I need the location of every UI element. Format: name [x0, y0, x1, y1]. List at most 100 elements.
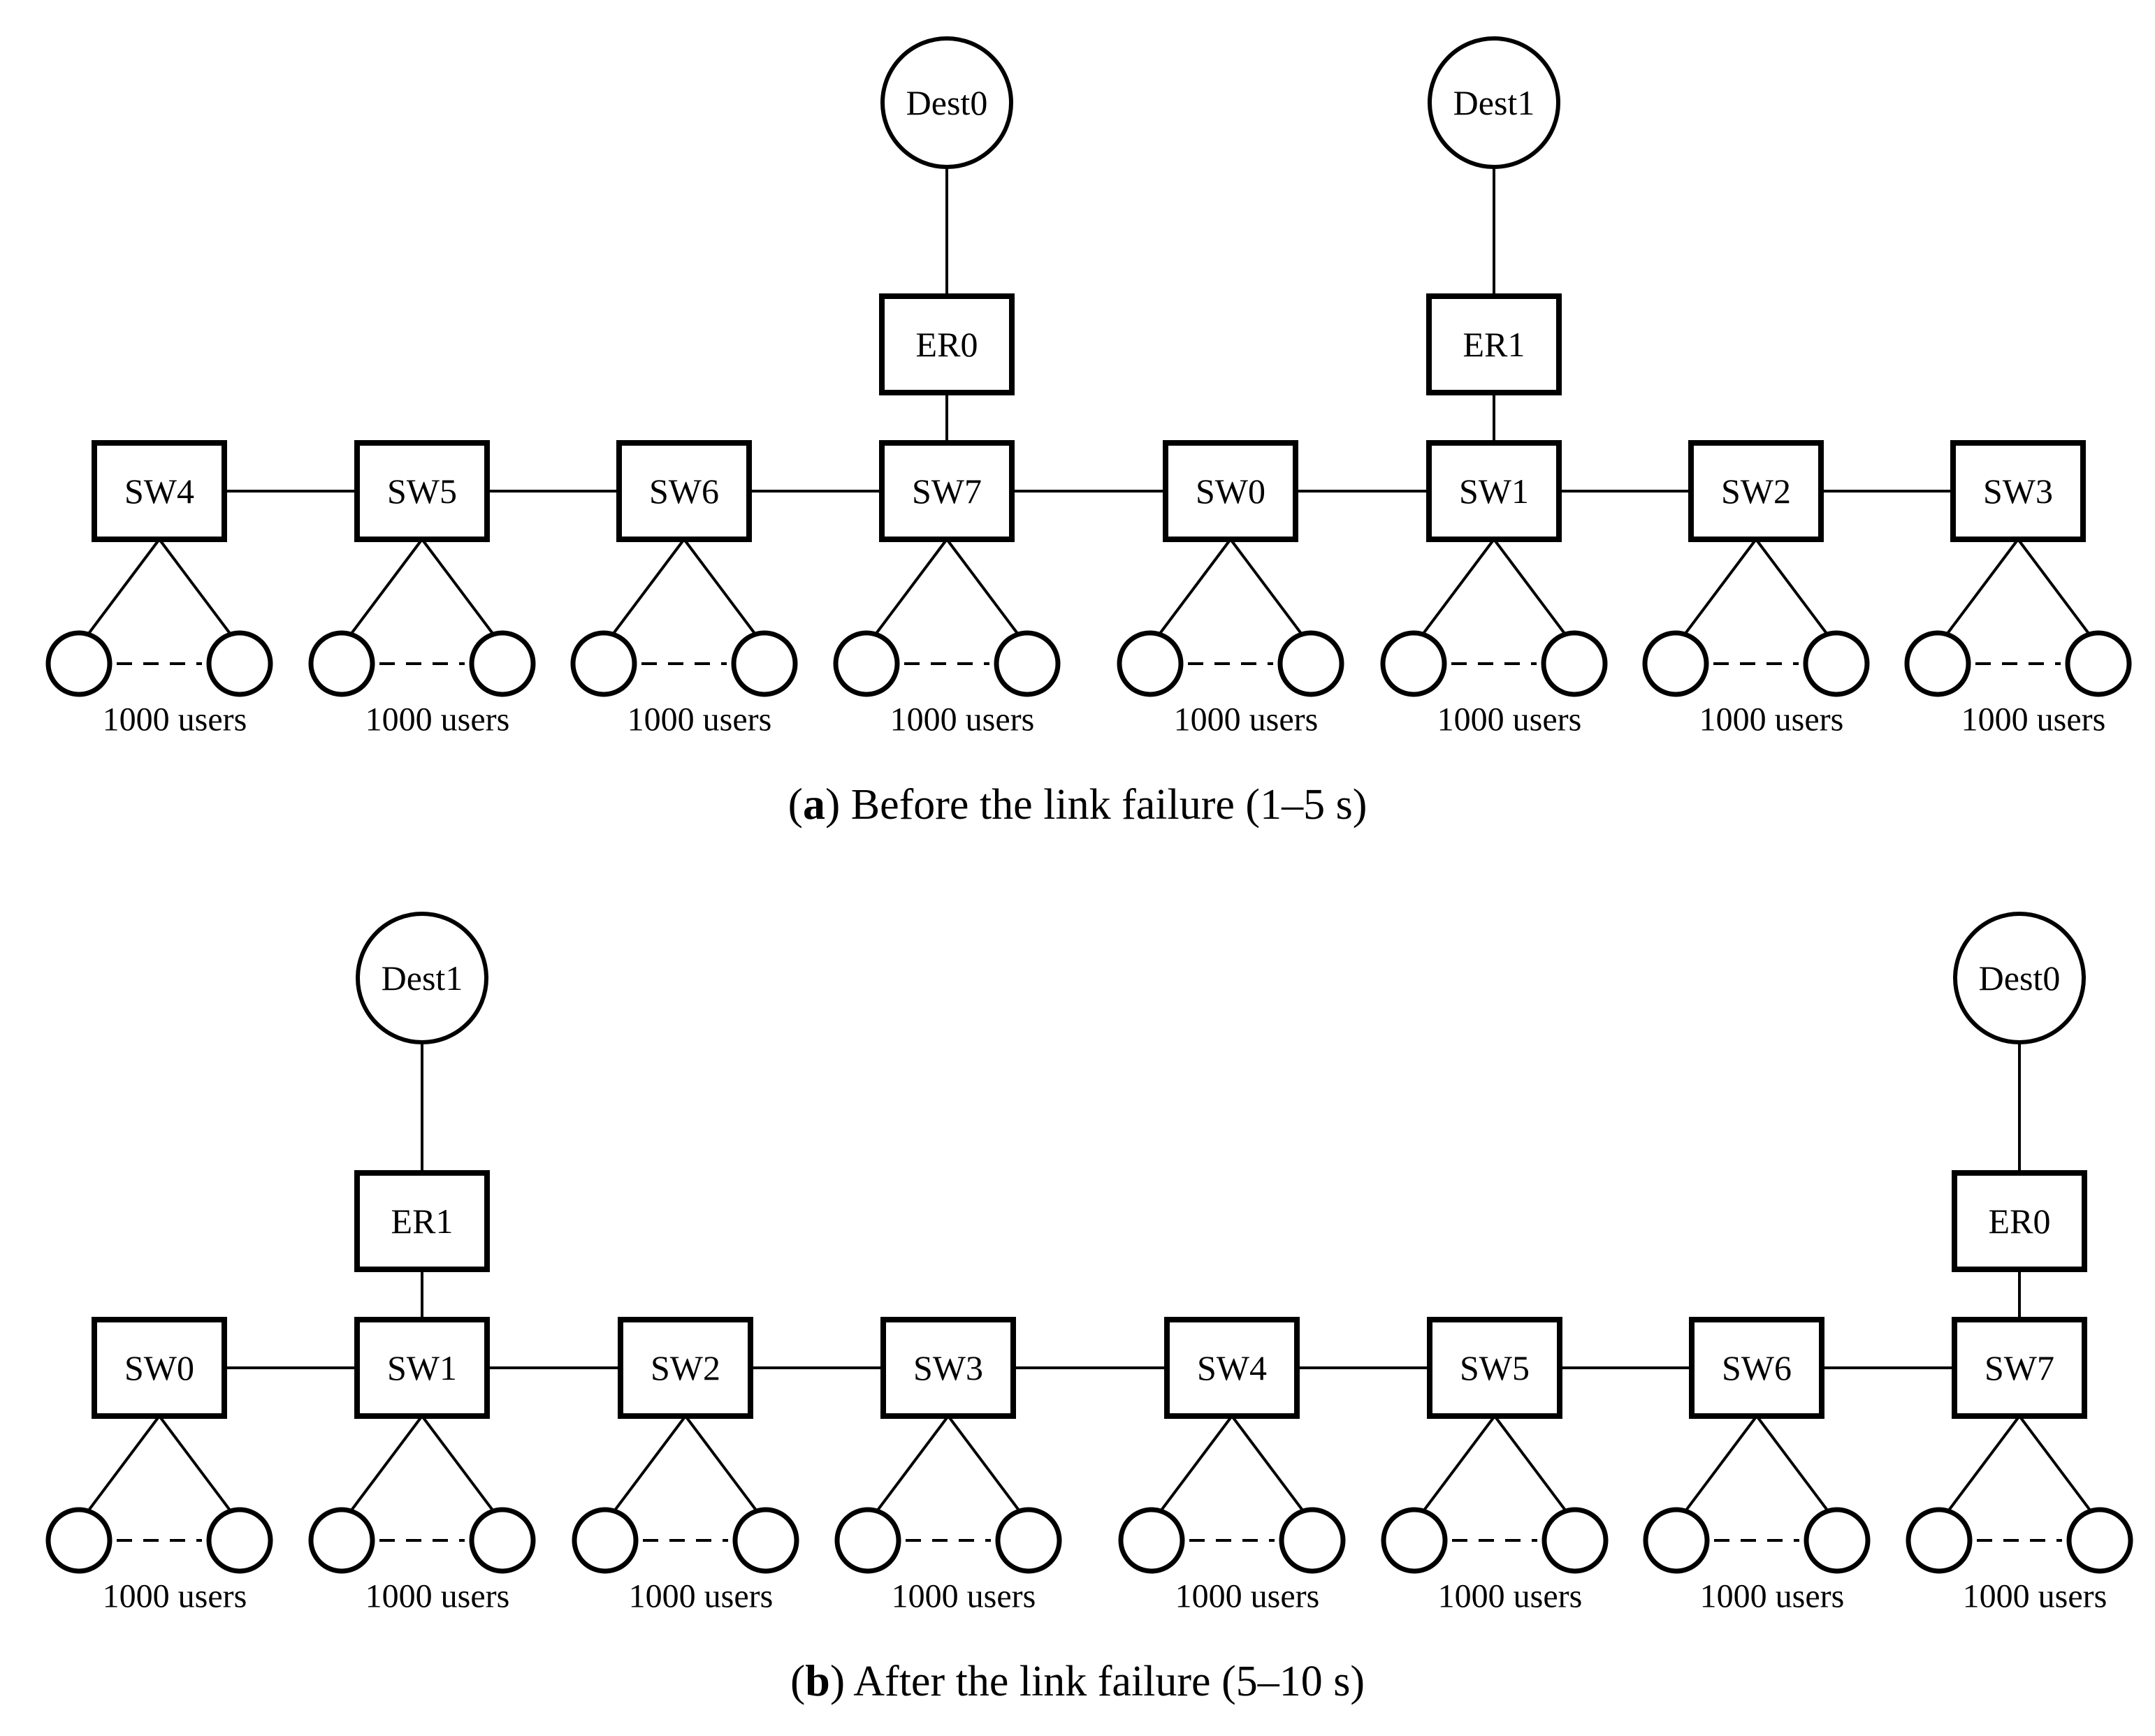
user-node [834, 1507, 901, 1574]
switch-user-link [1682, 1415, 1758, 1515]
switch-user-link [684, 1415, 760, 1515]
switch-label: SW3 [913, 1348, 983, 1387]
user-node [731, 630, 798, 697]
switch-box [1688, 440, 1824, 542]
edge-router-label: ER1 [391, 1202, 454, 1241]
users-count-label: 1000 users [629, 1578, 774, 1615]
switch-user-link [683, 538, 759, 639]
user-node [1541, 630, 1608, 697]
user-node [308, 1507, 375, 1574]
switch-label: SW1 [1459, 472, 1529, 511]
switch-user-link [1755, 1415, 1831, 1515]
switch-box [1164, 1317, 1300, 1419]
destination-node [1428, 36, 1560, 169]
switch-user-link [1157, 1415, 1233, 1515]
switch-user-link [609, 538, 685, 639]
switch-user-link [1420, 1415, 1496, 1515]
users-count-label: 1000 users [892, 1578, 1036, 1615]
switch-box [92, 440, 227, 542]
caption-letter: a [803, 779, 825, 829]
switch-box [880, 1317, 1016, 1419]
user-node [469, 630, 536, 697]
users-count-label: 1000 users [1438, 1578, 1583, 1615]
user-node [1381, 1507, 1448, 1574]
user-node [994, 630, 1061, 697]
switch-user-link [347, 1415, 423, 1515]
user-node [2066, 1507, 2133, 1574]
user-node [1803, 630, 1870, 697]
switch-label: SW1 [387, 1348, 457, 1387]
switch-user-link [2018, 1415, 2094, 1515]
switch-user-link [1229, 538, 1305, 639]
destination-label: Dest0 [906, 83, 988, 122]
user-node [1118, 1507, 1185, 1574]
user-node [995, 1507, 1062, 1574]
caption-close-paren: ) [825, 779, 840, 829]
switch-user-link [611, 1415, 687, 1515]
edge-router-label: ER0 [1989, 1202, 2051, 1241]
caption-open-paren: ( [788, 779, 803, 829]
edge-router-box [879, 293, 1015, 395]
users-count-label: 1000 users [1174, 701, 1319, 738]
switch-label: SW6 [1722, 1348, 1792, 1387]
user-node [469, 1507, 536, 1574]
switch-user-link [347, 538, 423, 639]
switch-user-link [1493, 538, 1569, 639]
users-count-label: 1000 users [1961, 701, 2106, 738]
switch-user-link [85, 538, 161, 639]
edge-router-box [354, 1170, 490, 1272]
user-node [2065, 630, 2132, 697]
switch-user-link [1943, 538, 2019, 639]
user-node [1642, 630, 1709, 697]
switch-label: SW7 [912, 472, 982, 511]
switch-user-link [1755, 538, 1831, 639]
panel-caption: (b) After the link failure (5–10 s) [790, 1656, 1365, 1705]
switch-user-link [947, 1415, 1023, 1515]
caption-close-paren: ) [830, 1656, 845, 1705]
switch-box [1426, 440, 1562, 542]
users-count-label: 1000 users [365, 1578, 510, 1615]
switch-user-link [1419, 538, 1495, 639]
switch-box [616, 440, 752, 542]
user-node [1279, 1507, 1346, 1574]
users-count-label: 1000 users [103, 1578, 247, 1615]
switch-label: SW7 [1985, 1348, 2054, 1387]
user-node [206, 1507, 273, 1574]
user-node [45, 630, 113, 697]
edge-router-box [1952, 1170, 2087, 1272]
user-node [1277, 630, 1344, 697]
switch-label: SW2 [1721, 472, 1791, 511]
switch-box [1952, 1317, 2087, 1419]
switch-user-link [158, 1415, 234, 1515]
caption-text: Before the link failure (1–5 s) [840, 781, 1367, 829]
destination-node [1953, 912, 2086, 1044]
destination-label: Dest0 [1979, 958, 2061, 998]
users-count-label: 1000 users [1700, 1578, 1845, 1615]
caption-open-paren: ( [790, 1656, 805, 1705]
user-node [1804, 1507, 1871, 1574]
users-count-label: 1000 users [1175, 1578, 1320, 1615]
switch-box [354, 1317, 490, 1419]
user-node [1541, 1507, 1609, 1574]
switch-label: SW6 [649, 472, 719, 511]
users-count-label: 1000 users [627, 701, 772, 738]
user-node [1380, 630, 1447, 697]
switch-box [92, 1317, 227, 1419]
switch-label: SW0 [124, 1348, 194, 1387]
destination-label: Dest1 [1453, 83, 1535, 122]
switch-label: SW4 [1197, 1348, 1267, 1387]
switch-box [354, 440, 490, 542]
caption-letter: b [805, 1656, 830, 1705]
switch-label: SW5 [1460, 1348, 1530, 1387]
edge-router-label: ER0 [916, 325, 978, 364]
switch-user-link [421, 1415, 497, 1515]
switch-user-link [1945, 1415, 2021, 1515]
user-node [1906, 1507, 1973, 1574]
destination-label: Dest1 [382, 958, 463, 998]
switch-label: SW2 [651, 1348, 720, 1387]
switch-box [879, 440, 1015, 542]
switch-label: SW0 [1196, 472, 1265, 511]
switch-box [618, 1317, 753, 1419]
